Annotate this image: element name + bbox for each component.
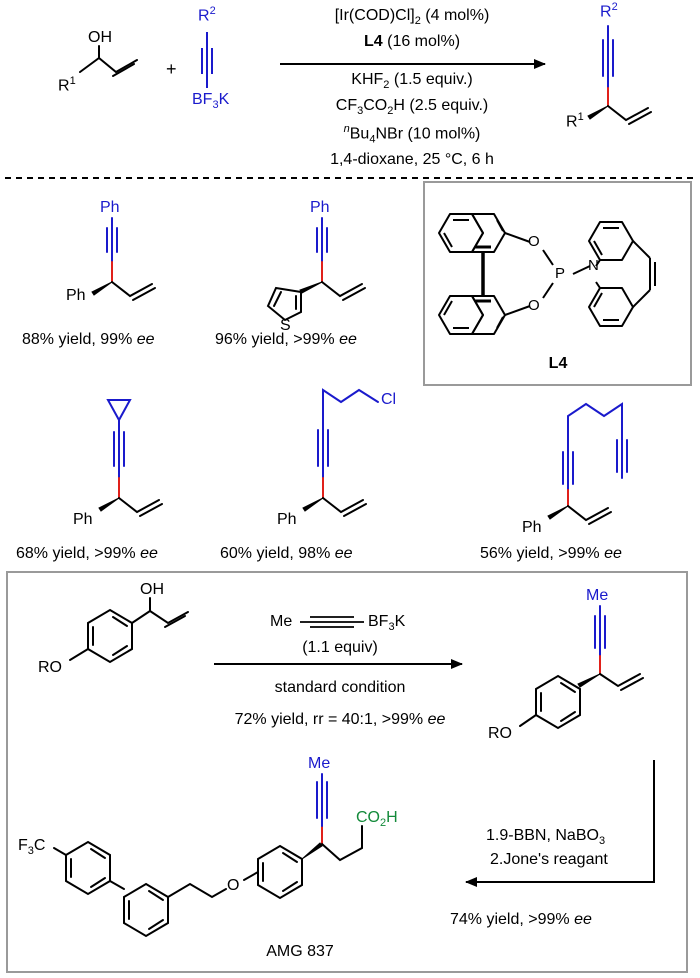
tfa-text: CF3CO2H (2.5 equiv.) bbox=[335, 97, 489, 118]
product-4-ph: Ph bbox=[277, 511, 297, 528]
application-substrate bbox=[69, 597, 189, 664]
final-yield: 74% yield, >99% ee bbox=[450, 911, 592, 928]
application-product-me: Me bbox=[586, 587, 609, 604]
application-reagent-bf3k: BF3K bbox=[368, 613, 406, 634]
application-reagent-alkyne bbox=[300, 616, 364, 628]
hydroxyl-label: OH bbox=[88, 29, 112, 46]
ligand-n: N bbox=[588, 257, 599, 274]
product-3-yield: 68% yield, >99% ee bbox=[16, 545, 158, 562]
ligand-o-top: O bbox=[528, 233, 540, 250]
product-3-structure bbox=[98, 399, 163, 517]
product-1-ph-top: Ph bbox=[100, 199, 120, 216]
catalyst-text: [Ir(COD)Cl]2 (4 mol%) bbox=[334, 7, 490, 28]
step-1-text: 1.9-BBN, NaBO3 bbox=[486, 827, 606, 848]
product-1-structure bbox=[91, 217, 156, 301]
amg-me-label: Me bbox=[308, 755, 331, 772]
step-2-text: 2.Jone's reagant bbox=[490, 851, 608, 868]
plus-sign: + bbox=[166, 59, 177, 79]
khf2-text: KHF2 (1.5 equiv.) bbox=[351, 71, 473, 92]
product-4-yield: 60% yield, 98% ee bbox=[220, 545, 353, 562]
product-4-structure bbox=[302, 388, 379, 517]
product-1-yield: 88% yield, 99% ee bbox=[22, 331, 155, 348]
ligand-text: L4 (16 mol%) bbox=[363, 33, 461, 50]
amg-cf3-label: F3C bbox=[18, 837, 46, 858]
solvent-text: 1,4-dioxane, 25 °C, 6 h bbox=[330, 151, 494, 168]
product-1-ph-left: Ph bbox=[66, 287, 86, 304]
tbab-text: nBu4NBr (10 mol%) bbox=[343, 123, 481, 146]
product-general bbox=[587, 25, 652, 125]
product-5-yield: 56% yield, >99% ee bbox=[480, 545, 622, 562]
ligand-box bbox=[423, 181, 692, 386]
product-4-cl: Cl bbox=[381, 391, 397, 408]
application-reagent-amount: (1.1 equiv) bbox=[302, 639, 378, 656]
application-product bbox=[519, 605, 644, 730]
amg-ether-o: O bbox=[227, 877, 240, 894]
ligand-p: P bbox=[555, 265, 566, 282]
substrate-allylic-alcohol bbox=[79, 45, 138, 77]
amg-837-label: AMG 837 bbox=[266, 943, 334, 960]
product-2-yield: 96% yield, >99% ee bbox=[215, 331, 357, 348]
amg-837-structure bbox=[53, 773, 363, 938]
application-oh: OH bbox=[140, 581, 164, 598]
application-box bbox=[6, 571, 688, 973]
r2-label: R2 bbox=[198, 5, 216, 25]
ligand-l4-structure bbox=[438, 213, 656, 335]
application-condition: standard condition bbox=[274, 679, 406, 696]
application-product-ro: RO bbox=[488, 725, 512, 742]
amg-co2h-label: CO2H bbox=[356, 809, 398, 830]
product-r1-label: R1 bbox=[566, 111, 584, 131]
product-5-structure bbox=[547, 402, 628, 525]
product-3-ph: Ph bbox=[73, 511, 93, 528]
bf3k-label: BF3K bbox=[192, 91, 230, 112]
product-r2-label: R2 bbox=[600, 1, 618, 21]
ligand-label: L4 bbox=[548, 355, 568, 372]
product-2-sulfur: S bbox=[280, 317, 291, 334]
ligand-o-bottom: O bbox=[528, 297, 540, 314]
application-reagent-me: Me bbox=[270, 613, 293, 630]
application-result: 72% yield, rr = 40:1, >99% ee bbox=[234, 711, 446, 728]
product-2-ph-top: Ph bbox=[310, 199, 330, 216]
substrate-alkynyl-trifluoroborate bbox=[201, 32, 213, 88]
r1-label: R1 bbox=[58, 75, 76, 95]
application-arrow-2 bbox=[465, 760, 655, 887]
product-5-ph: Ph bbox=[522, 519, 542, 536]
product-2-structure bbox=[266, 217, 366, 322]
application-ro: RO bbox=[38, 659, 62, 676]
